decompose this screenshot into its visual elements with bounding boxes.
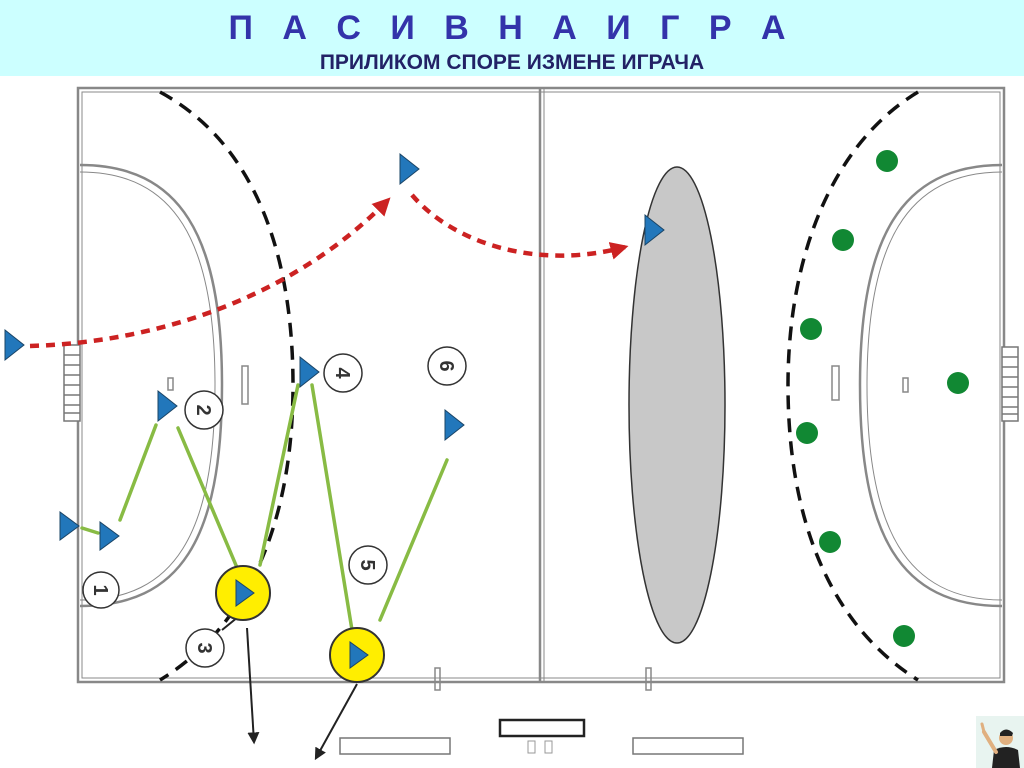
goal-left [63, 344, 81, 422]
slide-header: П А С И В Н А И Г Р А ПРИЛИКОМ СПОРЕ ИЗМ… [0, 0, 1024, 76]
attacker-triangle-icon [99, 521, 120, 551]
defender-dot-icon [876, 150, 898, 172]
four-meter-mark-left [167, 377, 174, 391]
slide-title: П А С И В Н А И Г Р А [228, 9, 796, 47]
defender-dot-icon [819, 531, 841, 553]
seven-meter-mark-left [241, 365, 249, 405]
attacker-triangle-icon [444, 408, 465, 442]
slide-subtitle: ПРИЛИКОМ СПОРЕ ИЗМЕНЕ ИГРАЧА [319, 51, 705, 74]
bench-left [339, 737, 451, 755]
attacker-triangle-icon [299, 355, 320, 389]
attacker-triangle-icon [399, 152, 420, 186]
substitution-mark-left [434, 667, 441, 691]
official-seat [527, 740, 536, 754]
bench-right [632, 737, 744, 755]
attacker-triangle-icon [4, 328, 25, 362]
defender-dot-icon [796, 422, 818, 444]
position-marker-2: 2 [184, 390, 224, 430]
free-throw-line-right [786, 90, 919, 682]
position-marker-6: 6 [427, 346, 467, 386]
attackers [4, 152, 665, 669]
officials-table [498, 718, 586, 738]
substitution-mark-right [645, 667, 652, 691]
defender-dot-icon [893, 625, 915, 647]
substitution-area [339, 718, 744, 755]
position-markers: 1 2 3 4 5 6 [82, 346, 467, 668]
goal-area-line-right-inner [866, 171, 1003, 601]
position-number: 5 [356, 559, 378, 570]
four-meter-mark-right [902, 377, 909, 393]
attacker-triangle-icon [157, 389, 178, 423]
court-lines [76, 86, 1006, 691]
position-number: 1 [89, 584, 111, 595]
goal-area-line-left-inner [79, 171, 216, 601]
attacker-triangle-icon [644, 213, 665, 247]
goal-right [1001, 346, 1019, 422]
attacker-triangle-icon [59, 511, 80, 541]
attacker-triangle-icon [235, 579, 255, 607]
central-zone [628, 166, 726, 644]
goal-area-line-right [858, 163, 1003, 608]
official-seat [544, 740, 553, 754]
substitution-arrow-icon [246, 627, 260, 745]
attacker-triangle-icon [349, 641, 369, 669]
defenders [796, 150, 969, 647]
position-number: 3 [193, 642, 215, 653]
position-number: 2 [192, 404, 214, 415]
seven-meter-mark-right [831, 365, 840, 401]
position-marker-1: 1 [82, 571, 120, 609]
position-marker-3: 3 [185, 628, 225, 668]
defender-dot-icon [800, 318, 822, 340]
goal-area-line-left [79, 163, 224, 608]
position-marker-4: 4 [323, 353, 363, 393]
pass-path-1 [29, 197, 391, 349]
position-number: 6 [435, 360, 457, 371]
defender-dot-icon [832, 229, 854, 251]
defender-dot-icon [947, 372, 969, 394]
substitution-arrow-icon [314, 683, 358, 761]
presenter-figure-icon [976, 716, 1024, 768]
movement-paths [80, 383, 449, 632]
position-number: 4 [331, 367, 353, 379]
pass-path-2 [410, 193, 629, 260]
position-marker-5: 5 [348, 545, 388, 585]
